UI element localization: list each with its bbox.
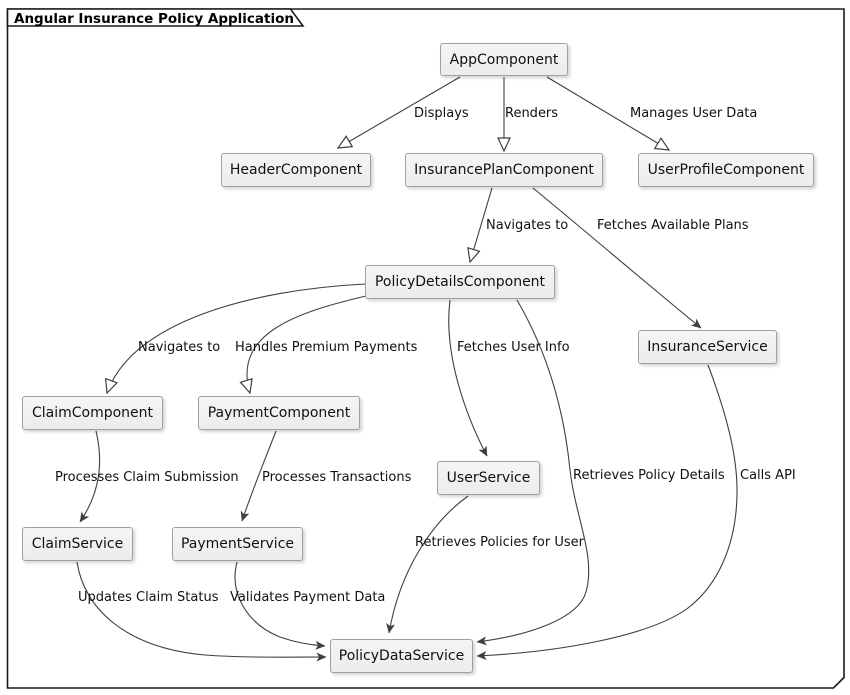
node-policy-data-service-label: PolicyDataService [338,648,465,664]
node-insurance-plan-component-label: InsurancePlanComponent [414,162,594,178]
edge-label-manages-user-data: Manages User Data [630,106,758,121]
edge-displays-path [336,76,461,149]
node-app-component-label: AppComponent [449,51,559,68]
node-user-profile-component: UserProfileComponent [638,153,814,187]
node-claim-service: ClaimService [22,527,133,561]
edge-fetches-available-plans-path [532,187,702,329]
edge-label-navigates-to-policy: Navigates to [486,218,569,233]
edge-validates-payment-data-path [234,561,326,650]
edge-processes-claim-submission-path [79,430,101,523]
edge-label-navigates-to-claim: Navigates to [138,340,221,355]
edge-calls-api-path [476,364,738,661]
node-user-service-label: UserService [446,470,531,486]
edge-label-fetches-user-info: Fetches User Info [457,340,570,355]
node-claim-service-label: ClaimService [31,536,124,552]
edge-handles-premium-payments-path [239,295,367,395]
edge-label-renders: Renders [505,106,559,121]
edge-retrieves-policies-for-user-path [386,495,469,634]
edge-label-processes-claim-submission: Processes Claim Submission [55,470,239,485]
edge-navigates-to-claim-path [104,283,366,395]
node-policy-details-component-label: PolicyDetailsComponent [374,274,546,290]
node-app-component: AppComponent [440,43,568,76]
node-policy-details-component: PolicyDetailsComponent [365,265,555,299]
node-payment-component: PaymentComponent [198,396,360,430]
edge-retrieves-policy-details-path [476,299,590,646]
node-insurance-service-label: InsuranceService [647,339,768,355]
edge-label-retrieves-policy-details: Retrieves Policy Details [573,468,725,483]
edge-manages-user-data-path [546,76,671,151]
edge-fetches-user-info-path [448,299,488,457]
edge-navigates-to-policy-path [467,187,493,264]
node-insurance-plan-component: InsurancePlanComponent [405,153,603,187]
node-user-profile-component-label: UserProfileComponent [647,162,805,178]
edge-updates-claim-status-path [76,561,327,662]
node-user-service: UserService [437,461,540,495]
node-payment-service-label: PaymentService [180,536,295,552]
edge-processes-transactions-path [240,430,277,522]
node-claim-component: ClaimComponent [22,396,163,430]
frame-border [6,8,845,689]
edge-label-displays: Displays [414,106,469,121]
edge-label-updates-claim-status: Updates Claim Status [78,590,219,605]
node-payment-service: PaymentService [172,527,303,561]
diagram-title: Angular Insurance Policy Application [14,11,294,27]
node-header-component-label: HeaderComponent [229,162,363,178]
edge-label-retrieves-policies-for-user: Retrieves Policies for User [415,535,584,550]
edge-label-validates-payment-data: Validates Payment Data [230,590,386,605]
node-header-component: HeaderComponent [221,153,371,187]
edge-label-processes-transactions: Processes Transactions [262,470,412,485]
edge-label-fetches-available-plans: Fetches Available Plans [597,218,749,233]
edge-label-calls-api: Calls API [740,468,796,483]
node-payment-component-label: PaymentComponent [207,405,351,421]
edge-label-handles-premium-payments: Handles Premium Payments [235,340,418,355]
node-claim-component-label: ClaimComponent [31,405,154,421]
node-insurance-service: InsuranceService [638,330,777,364]
node-policy-data-service: PolicyDataService [330,639,473,673]
frame-title-tab [6,8,305,27]
